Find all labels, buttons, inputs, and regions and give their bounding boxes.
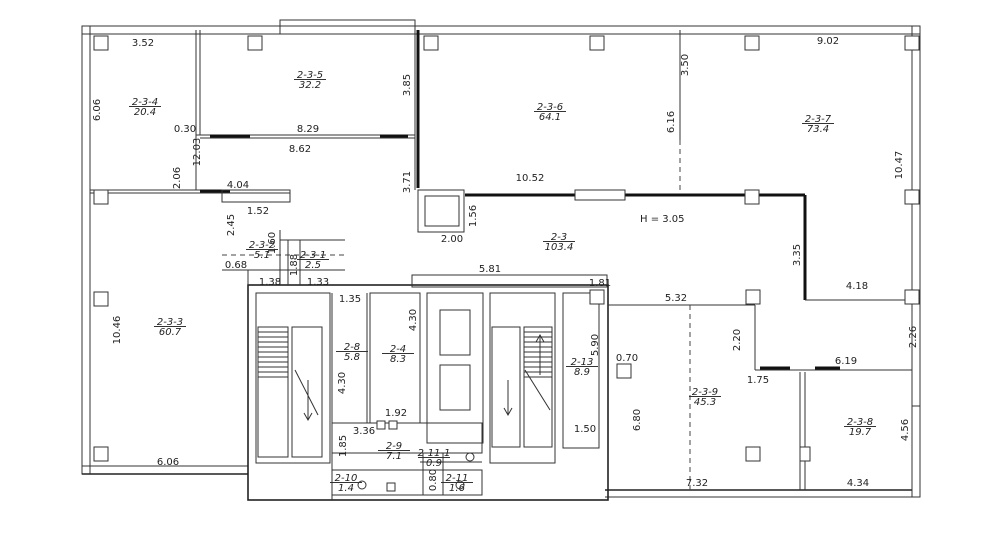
fixtures bbox=[357, 420, 475, 492]
room-area: 2.5 bbox=[305, 260, 321, 271]
dimension-label: 4.34 bbox=[847, 478, 869, 489]
room-area: 0.9 bbox=[426, 458, 442, 469]
dimension-label: 5.81 bbox=[479, 264, 501, 275]
dimension-label: 1.75 bbox=[747, 375, 769, 386]
dimension-label: 2.20 bbox=[732, 329, 743, 351]
dimension-label: 3.35 bbox=[792, 244, 803, 266]
dimension-label: 1.60 bbox=[267, 232, 278, 254]
dimension-label: 2.00 bbox=[441, 234, 463, 245]
dimension-label: 7.32 bbox=[686, 478, 708, 489]
room-area: 8.9 bbox=[574, 367, 590, 378]
stair-right bbox=[491, 326, 553, 448]
dimension-label: 4.18 bbox=[846, 281, 868, 292]
dimension-label: 1.81 bbox=[589, 278, 611, 289]
dimension-label: 1.88 bbox=[289, 254, 300, 276]
dimension-label: 6.80 bbox=[632, 409, 643, 431]
room-area: 1.4 bbox=[338, 483, 354, 494]
dimension-label: 12.03 bbox=[192, 138, 203, 167]
dimension-label: 10.47 bbox=[894, 151, 905, 180]
room-id: 2-3-5 bbox=[297, 70, 323, 81]
dimension-label: 8.62 bbox=[289, 144, 311, 155]
dimension-label: 0.30 bbox=[174, 124, 196, 135]
dimension-label: 1.50 bbox=[574, 424, 596, 435]
dimension-labels: 3.52 6.06 0.30 8.29 8.62 3.85 12.03 2.06 4.04 1.5… bbox=[92, 36, 919, 491]
dimension-label: 1.92 bbox=[385, 408, 407, 419]
dimension-label: 1.33 bbox=[307, 277, 329, 288]
dimension-label: 3.50 bbox=[680, 54, 691, 76]
dimension-label: 2.26 bbox=[908, 326, 919, 348]
dimension-label: 9.02 bbox=[817, 36, 839, 47]
room-id: 2-3-1 bbox=[300, 250, 326, 261]
dimension-label: 8.29 bbox=[297, 124, 319, 135]
room-id: 2-11 bbox=[446, 473, 469, 484]
ceiling-height-label: H = 3.05 bbox=[640, 214, 685, 225]
room-area: 1.6 bbox=[449, 483, 465, 494]
room-id: 2-3-9 bbox=[692, 387, 718, 398]
dimension-label: 2.06 bbox=[172, 167, 183, 189]
room-id: 2-10 bbox=[335, 473, 358, 484]
room-area: 73.4 bbox=[807, 124, 829, 135]
columns bbox=[93, 35, 920, 462]
outer-walls bbox=[81, 19, 921, 498]
room-area: 19.7 bbox=[849, 427, 872, 438]
room-id: 2-3-3 bbox=[157, 317, 183, 328]
room-id: 2-3-4 bbox=[132, 97, 158, 108]
dimension-label: 3.71 bbox=[402, 171, 413, 193]
room-id: 2-9 bbox=[386, 441, 402, 452]
dimension-label: 4.04 bbox=[227, 180, 249, 191]
room-id: 2-13 bbox=[571, 357, 594, 368]
room-area: 8.3 bbox=[390, 354, 406, 365]
dimension-label: 10.52 bbox=[516, 173, 545, 184]
room-area: 20.4 bbox=[134, 107, 156, 118]
room-id: 2-3-7 bbox=[805, 114, 832, 125]
dimension-label: 3.36 bbox=[353, 426, 375, 437]
dimension-label: 1.38 bbox=[259, 277, 281, 288]
dimension-label: 1.56 bbox=[468, 205, 479, 227]
dimension-label: 6.06 bbox=[92, 99, 103, 121]
room-area: 7.1 bbox=[386, 451, 402, 462]
dimension-label: 6.19 bbox=[835, 356, 857, 367]
room-id: 2-3-6 bbox=[537, 102, 563, 113]
room-area: 103.4 bbox=[545, 242, 574, 253]
dimension-label: 1.35 bbox=[339, 294, 361, 305]
dimension-label: 10.46 bbox=[112, 316, 123, 345]
room-area: 45.3 bbox=[694, 397, 716, 408]
dimension-label: 0.70 bbox=[616, 353, 638, 364]
room-id: 2-3 bbox=[551, 232, 567, 243]
dimension-label: 5.32 bbox=[665, 293, 687, 304]
room-area: 5.8 bbox=[344, 352, 360, 363]
room-area: 5.1 bbox=[254, 250, 270, 261]
dimension-label: 4.30 bbox=[408, 309, 419, 331]
room-area: 32.2 bbox=[299, 80, 321, 91]
dimension-label: 6.16 bbox=[666, 111, 677, 133]
dimension-label: 3.85 bbox=[402, 74, 413, 96]
room-id: 2-3-2 bbox=[249, 240, 275, 251]
room-id: 2-3-8 bbox=[847, 417, 873, 428]
dimension-label: 1.85 bbox=[338, 435, 349, 457]
dimension-label: 0.80 bbox=[428, 469, 439, 491]
dimension-label: 5.90 bbox=[590, 334, 601, 356]
dimension-label: 3.52 bbox=[132, 38, 154, 49]
interior-walls bbox=[90, 30, 912, 490]
dimension-label: 4.30 bbox=[337, 372, 348, 394]
dimension-label: 6.06 bbox=[157, 457, 179, 468]
room-id: 2-8 bbox=[344, 342, 360, 353]
room-id: 2-11-1 bbox=[418, 448, 451, 459]
room-id: 2-4 bbox=[390, 344, 406, 355]
dimension-label: 2.45 bbox=[226, 214, 237, 236]
room-area: 64.1 bbox=[539, 112, 561, 123]
dimension-label: 0.68 bbox=[225, 260, 247, 271]
stair-left bbox=[257, 326, 323, 458]
room-area: 60.7 bbox=[159, 327, 182, 338]
dimension-label: 4.56 bbox=[900, 419, 911, 441]
dimension-label: 1.52 bbox=[247, 206, 269, 217]
